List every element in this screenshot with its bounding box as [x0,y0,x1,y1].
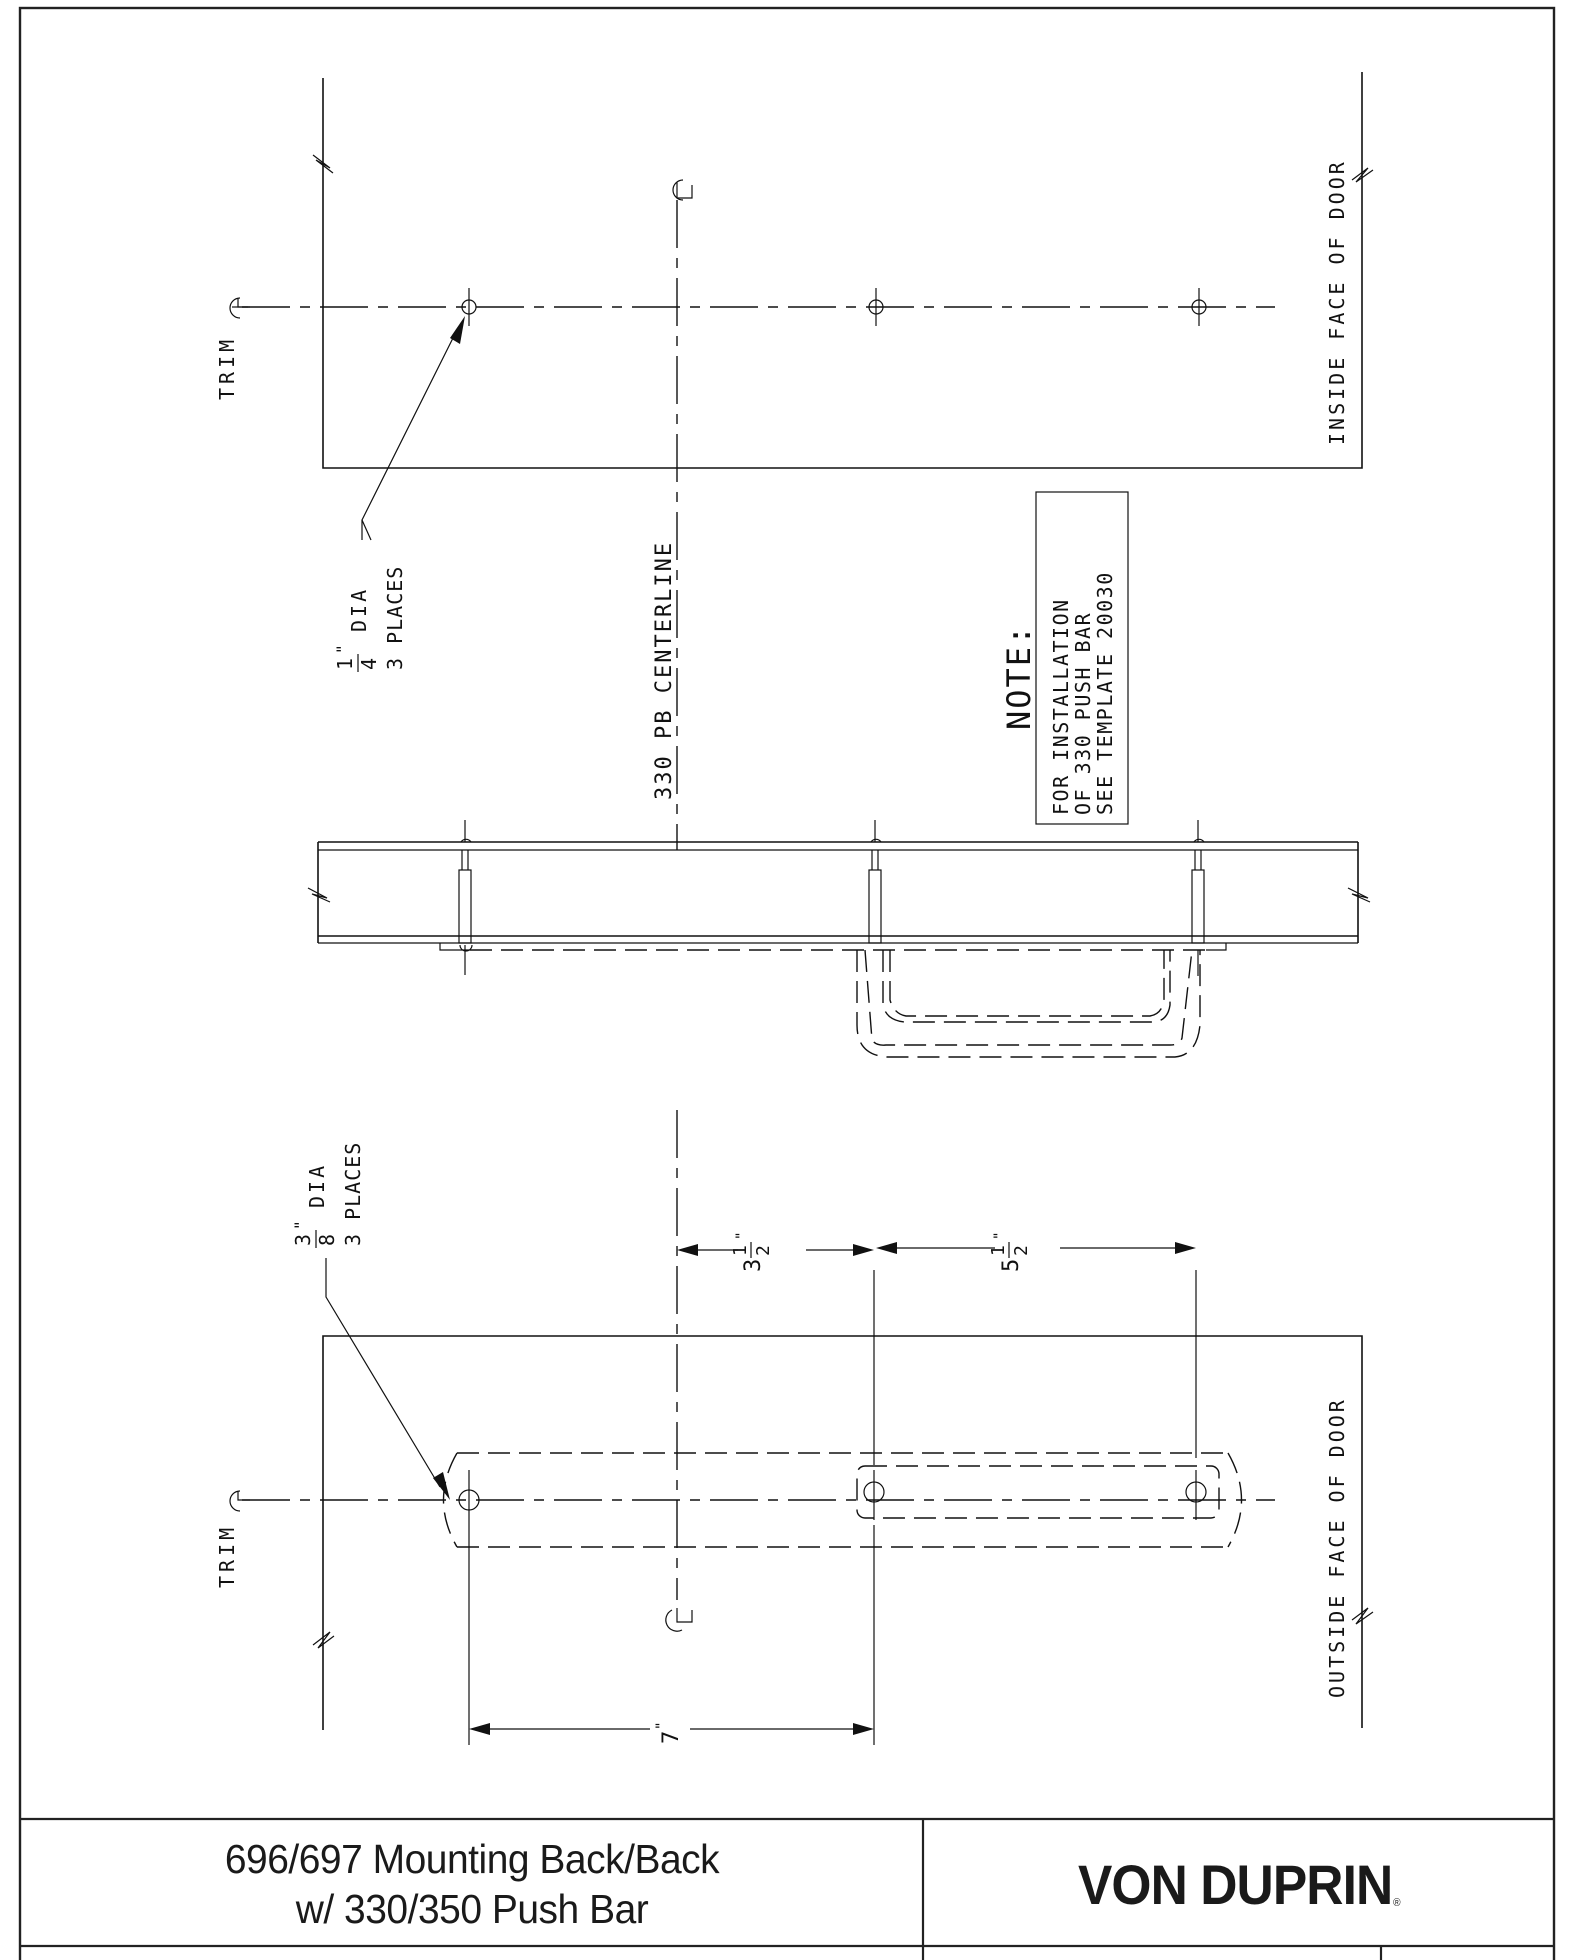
drawing-title: 696/697 Mounting Back/Back w/ 330/350 Pu… [44,1821,901,1947]
sheet-border [18,6,1556,1960]
dimension-5-1-2: 5 1 2 " [876,1232,1196,1272]
svg-text:1: 1 [988,1245,1009,1256]
title-block: 696/697 Mounting Back/Back w/ 330/350 Pu… [21,1821,1553,1960]
svg-text:": " [291,1220,310,1230]
title-line-1: 696/697 Mounting Back/Back [224,1836,720,1882]
svg-text:": " [734,1232,750,1240]
note-heading: NOTE: [1000,624,1038,730]
title-line-2: w/ 330/350 Push Bar [295,1886,649,1932]
pb-centerline-symbol-top [672,179,693,201]
large-hole-3 [1185,1470,1207,1520]
small-hole-callout: 1 4 " DIA 3 PLACES [333,566,407,672]
svg-text:2: 2 [753,1245,774,1256]
outside-face-view: TRIM OUTSIDE FACE OF DOOR [215,1110,1374,1745]
dimension-7: 7 " [469,1722,874,1744]
svg-text:DIA: DIA [305,1163,329,1208]
trim-centerline-symbol-bottom [229,1490,250,1512]
svg-text:7: 7 [659,1731,684,1744]
svg-text:": " [654,1722,670,1730]
large-hole-2 [863,1470,885,1520]
large-hole-callout: 3 8 " DIA 3 PLACES [291,1142,365,1248]
through-bolt-3 [1191,838,1205,944]
svg-text:": " [333,644,352,654]
through-bolt-1 [458,838,473,952]
title-block-frame [20,1817,1554,1960]
note-line-1: FOR INSTALLATION [1049,598,1073,815]
small-hole-1 [461,288,477,326]
svg-text:4: 4 [357,658,381,670]
inside-face-view: TRIM INSIDE FACE OF DOOR [215,72,1374,850]
through-bolt-2 [868,838,882,944]
trim-centerline-symbol-top [229,297,250,319]
svg-text:2: 2 [1011,1245,1032,1256]
svg-text:1: 1 [333,658,357,670]
small-hole-2 [868,288,884,326]
svg-text:3: 3 [741,1259,766,1272]
escutcheon-plate [442,1452,1243,1548]
small-hole-3 [1191,288,1207,326]
outside-face-label: OUTSIDE FACE OF DOOR [1325,1397,1349,1698]
svg-text:3: 3 [291,1234,315,1246]
pb-centerline-symbol-bottom [665,1608,693,1632]
note-box: NOTE: FOR INSTALLATION OF 330 PUSH BAR S… [1000,491,1129,825]
inside-face-label: INSIDE FACE OF DOOR [1325,159,1349,445]
svg-text:": " [992,1232,1008,1240]
pb-centerline-label: 330 PB CENTERLINE [652,541,677,800]
large-hole-1 [458,1470,480,1530]
brand-text: VON DUPRIN [1077,1852,1393,1916]
trim-label-top: TRIM [215,336,239,400]
note-line-3: SEE TEMPLATE 20030 [1093,571,1117,815]
note-line-2: OF 330 PUSH BAR [1071,612,1095,815]
brand-logo: VON DUPRIN® [924,1821,1553,1947]
svg-text:5: 5 [999,1259,1024,1272]
svg-text:DIA: DIA [347,587,371,632]
trim-label-bottom: TRIM [215,1524,239,1588]
registered-mark-icon: ® [1392,1896,1400,1909]
dimension-3-1-2: 3 1 2 " [677,1232,874,1272]
svg-text:3 PLACES: 3 PLACES [341,1142,365,1246]
door-section-view [307,820,1371,1058]
svg-text:8: 8 [315,1234,339,1246]
push-bar-outline [856,949,1201,1058]
brand-name: VON DUPRIN® [1077,1852,1401,1917]
svg-text:1: 1 [730,1245,751,1256]
svg-text:3 PLACES: 3 PLACES [383,566,407,670]
